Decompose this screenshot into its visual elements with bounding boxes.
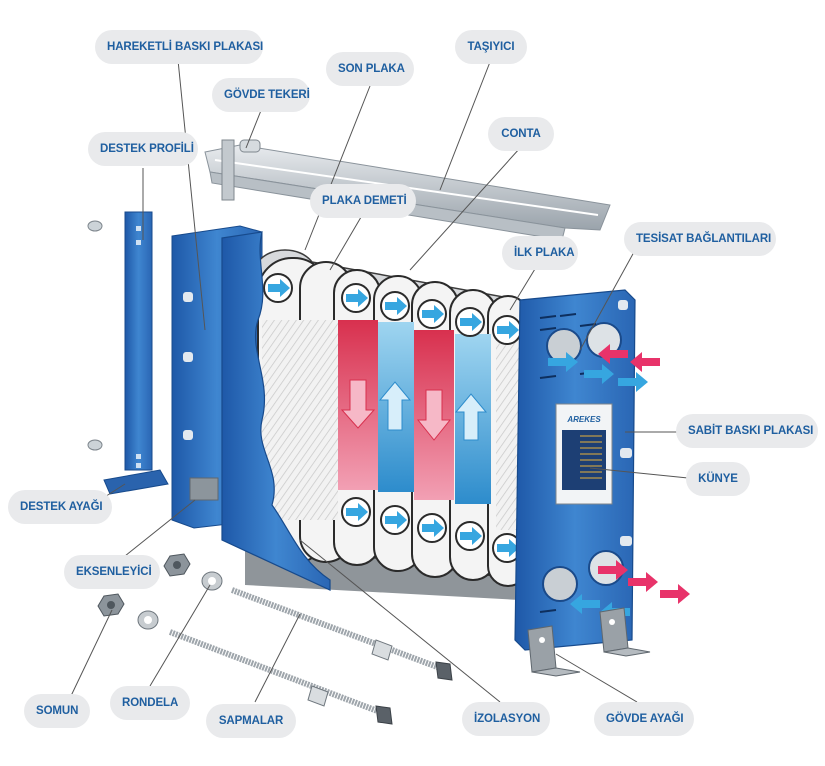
fixed-pressure-plate: AREKES [514, 289, 636, 651]
label-washer: RONDELA [110, 686, 190, 720]
aligner-part [163, 553, 191, 577]
support-column [87, 211, 169, 495]
label-plate-pack: PLAKA DEMETİ [310, 184, 416, 218]
leader-lines [69, 59, 689, 703]
label-body-roller: GÖVDE TEKERİ [212, 78, 310, 112]
label-end-plate: SON PLAKA [326, 52, 414, 86]
label-carrier: TAŞIYICI [455, 30, 527, 64]
label-insulation: İZOLASYON [462, 702, 550, 736]
label-studs: SAPMALAR [206, 704, 296, 738]
label-piping-connections: TESİSAT BAĞLANTILARI [624, 222, 776, 256]
washer-part [137, 571, 223, 630]
label-moving-pressure-plate: HAREKETLİ BASKI PLAKASI [95, 30, 263, 64]
nameplate: AREKES [555, 403, 613, 505]
label-nut: SOMUN [24, 694, 90, 728]
label-aligner: EKSENLEYİCİ [64, 555, 160, 589]
body-feet [527, 607, 651, 677]
brand-logo: AREKES [566, 415, 601, 424]
label-gasket: CONTA [488, 117, 554, 151]
label-first-plate: İLK PLAKA [502, 236, 578, 270]
flow-arrows [548, 344, 690, 622]
label-fixed-pressure-plate: SABİT BASKI PLAKASI [676, 414, 818, 448]
label-nameplate: KÜNYE [686, 462, 750, 496]
tie-rods [168, 587, 453, 725]
label-support-foot: DESTEK AYAĞI [8, 490, 112, 524]
label-body-foot: GÖVDE AYAĞI [594, 702, 694, 736]
label-support-column: DESTEK PROFİLİ [88, 132, 198, 166]
insulation-panel [221, 231, 331, 591]
nut-part [97, 593, 125, 617]
